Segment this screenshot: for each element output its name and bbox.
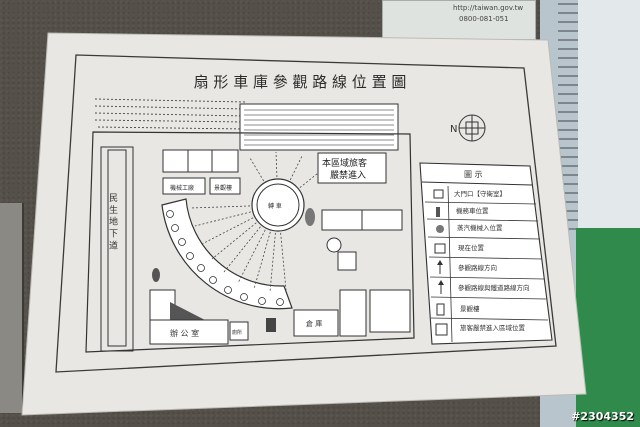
legend-item-0: 大門口【守衛室】 [454,189,506,198]
scaffold-rails [558,0,580,230]
top-sign-url: http://taiwan.gov.tw [453,4,524,12]
left-edge-board [0,203,24,413]
toilet-label: 廁所 [232,329,242,336]
triangle-marker [170,302,205,320]
underpass-label: 民 生 地 下 道 [107,193,118,250]
poster-title: 扇 形 車 庫 參 觀 路 線 位 置 圖 [194,73,407,91]
current-location-icon [434,243,446,254]
legend-item-6: 景觀樓 [460,304,480,313]
turntable [251,178,305,232]
office-label: 辦 公 室 [170,328,199,338]
warehouse-box [293,309,339,337]
poster-frame [55,54,557,373]
steam-engine-icon [436,225,444,233]
green-fence [576,228,640,427]
roundhouse-bay-markers [166,210,284,306]
top-sign: http://taiwan.gov.tw 0800-081-051 [382,0,536,40]
turntable-label: 轉 車 [268,202,282,210]
legend-item-3: 現在位置 [458,243,485,252]
legend-item-5: 參觀路線與鐵道路線方向 [458,283,530,292]
locomotive-icon [436,207,440,217]
rail-tracks [94,98,246,130]
office-box [149,319,229,345]
legend-item-4: 參觀路線方向 [458,263,497,272]
machine-shop-box [162,177,206,195]
restricted-notice-box [317,152,387,184]
marker-circle [326,237,342,253]
viewing-deck-label: 景觀樓 [214,184,232,192]
top-sign-phone: 0800-081-051 [459,15,509,23]
toilet-box [229,321,249,341]
site-outline [85,131,415,353]
gate-marker [152,268,160,282]
compass-icon: N [450,114,486,142]
white-wall [578,0,640,230]
machine-shop-label: 機械工廠 [170,184,194,192]
restricted-area-icon [435,323,448,336]
gate-icon [433,189,444,199]
legend-item-7: 旅客嚴禁進入區域位置 [460,323,526,332]
viewing-deck-marker [337,251,357,271]
warehouse-label: 倉 庫 [306,319,322,328]
notice-line2: 嚴禁進入 [330,169,366,181]
viewing-deck-box [209,177,241,195]
building-hatched [239,103,399,151]
building-top-left [162,149,239,173]
compass-label: N [450,124,457,135]
legend-item-2: 蒸汽機械入位置 [457,223,503,232]
locomotive-marker [305,208,315,226]
underpass-box [100,146,134,352]
legend-item-1: 機務車位置 [456,206,489,215]
legend: 圖 示 大門口【守衛室】 機務車位置 蒸汽機械入位置 現在位置 參觀路線方向 參… [419,162,553,345]
viewing-deck-icon [436,303,445,316]
legend-title: 圖 示 [464,170,483,179]
notice-line1: 本區域旅客 [322,157,367,169]
watermark: #2304352 [571,410,634,423]
